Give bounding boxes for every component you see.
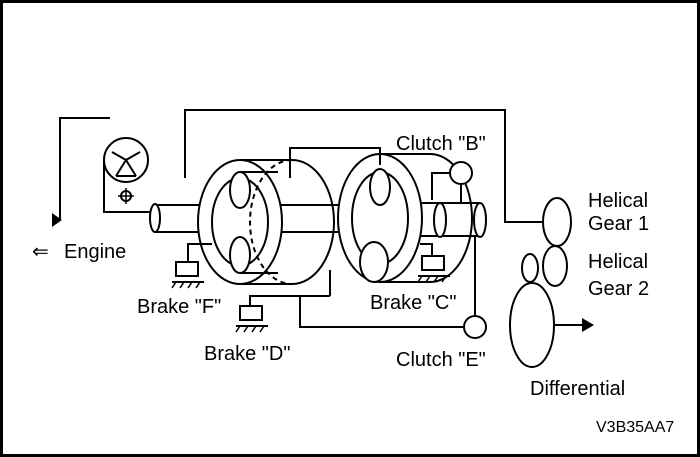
brake-d-symbol xyxy=(235,270,331,333)
output-shaft xyxy=(420,202,487,238)
clutch-b-label: Clutch "B" xyxy=(396,133,486,155)
differential-gear xyxy=(509,282,594,368)
clutch-b-symbol xyxy=(431,161,473,203)
brake-c-label: Brake "C" xyxy=(370,292,456,314)
helical-gear-2-label-line2: Gear 2 xyxy=(588,278,649,300)
clutch-e-label: Clutch "E" xyxy=(396,349,486,371)
helical-gear-1-line xyxy=(184,109,545,223)
clutch-e-symbol xyxy=(299,236,487,339)
planetary-gear-set-2 xyxy=(337,153,473,283)
brake-d-label: Brake "D" xyxy=(204,343,290,365)
helical-gear-1 xyxy=(542,197,572,247)
brake-c-symbol xyxy=(417,243,450,283)
planetary-gear-set-1 xyxy=(197,159,335,285)
differential-label: Differential xyxy=(530,378,625,400)
set-connector xyxy=(289,147,381,178)
engine-input-line xyxy=(52,117,110,227)
helical-gear-1-label-line2: Gear 1 xyxy=(588,213,649,235)
helical-gear-2-label-line1: Helical xyxy=(588,251,648,273)
brake-f-symbol xyxy=(171,243,212,289)
brake-f-label: Brake "F" xyxy=(137,296,221,318)
engine-label: Engine xyxy=(64,241,126,263)
figure-code-label: V3B35AA7 xyxy=(596,419,674,436)
helical-gear-1-label-line1: Helical xyxy=(588,190,648,212)
helical-gear-2 xyxy=(521,245,568,287)
engine-arrow-icon: ⇐ xyxy=(32,241,49,263)
oil-pump-symbol xyxy=(103,137,155,213)
